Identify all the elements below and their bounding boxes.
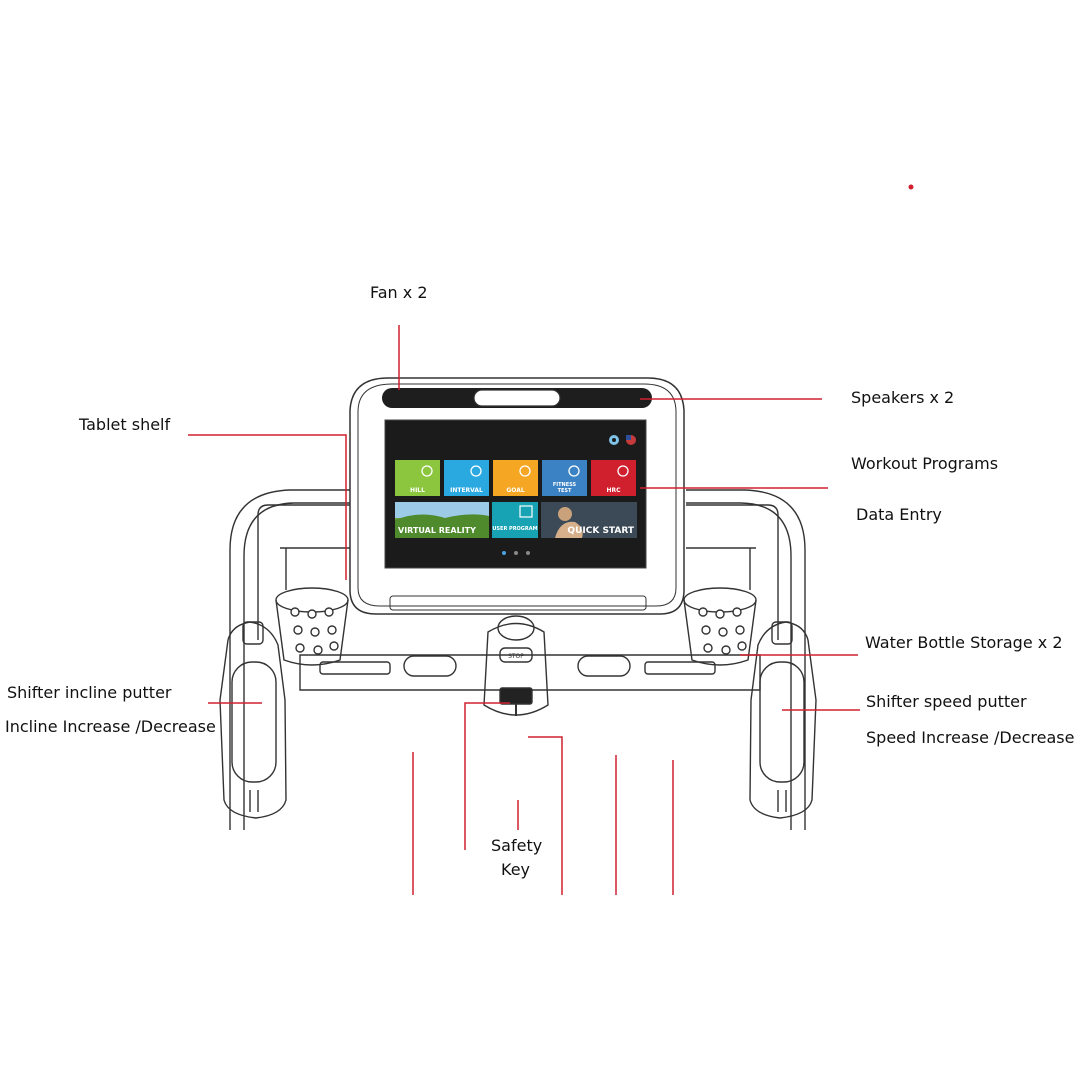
program-tile-label: FITNESS: [553, 482, 577, 488]
data-entry-label: Data Entry: [856, 505, 942, 524]
display-housing: [349, 377, 685, 615]
callout-center-right: [528, 736, 563, 895]
left-handle: [219, 621, 287, 819]
callout-lines: [188, 325, 860, 895]
program-tile-label: TEST: [558, 488, 572, 494]
center-console: [483, 615, 549, 716]
calendar-icon: [519, 505, 533, 518]
shifter-incline-label: Shifter incline putter: [7, 683, 172, 702]
frame: [229, 489, 806, 830]
program-tile-label: HILL: [410, 487, 425, 494]
fitness-test-icon: [568, 465, 580, 477]
program-tile-label: INTERVAL: [450, 487, 483, 494]
tablet-shelf-callout: [188, 434, 347, 580]
stray-dot: [908, 184, 914, 190]
right-bottle-holder: [683, 587, 757, 666]
program-tile-hrc[interactable]: HRC: [591, 460, 636, 496]
right-handle: [749, 621, 817, 819]
virtual-reality-tile[interactable]: VIRTUAL REALITY: [395, 502, 489, 538]
program-tile-label: GOAL: [506, 487, 525, 494]
hill-icon: [421, 465, 433, 477]
program-tile-goal[interactable]: GOAL: [493, 460, 538, 496]
language-flag-icon[interactable]: [626, 435, 636, 445]
incline-adjust-label: Incline Increase /Decrease: [5, 717, 216, 736]
interval-icon: [470, 465, 482, 477]
program-tile-label: HRC: [606, 487, 621, 494]
tablet-shelf-label: Tablet shelf: [79, 415, 171, 434]
page-indicator: [502, 551, 530, 555]
left-bottle-holder: [275, 587, 349, 666]
safety-key-callout-left: [464, 702, 510, 850]
program-tile-hill[interactable]: HILL: [395, 460, 440, 496]
goal-icon: [519, 465, 531, 477]
heart-rate-icon: [617, 465, 629, 477]
water-bottle-label: Water Bottle Storage x 2: [865, 633, 1063, 652]
fan-label: Fan x 2: [370, 283, 428, 302]
program-tile-interval[interactable]: INTERVAL: [444, 460, 489, 496]
user-program-tile[interactable]: USER PROGRAM: [492, 502, 538, 538]
safety-key-label-line1: Safety: [491, 836, 543, 855]
speakers-label: Speakers x 2: [851, 388, 955, 407]
workout-programs-label: Workout Programs: [851, 454, 999, 473]
settings-icon[interactable]: [609, 435, 619, 445]
speed-adjust-label: Speed Increase /Decrease: [866, 728, 1075, 747]
safety-key-label-line2: Key: [501, 860, 531, 879]
virtual-reality-label: VIRTUAL REALITY: [398, 526, 476, 535]
quick-start-label: QUICK START: [567, 526, 634, 536]
speaker-bar: [382, 388, 652, 408]
stop-button-label: STOP: [508, 653, 524, 660]
shifter-speed-label: Shifter speed putter: [866, 692, 1027, 711]
quick-start-tile[interactable]: QUICK START: [541, 502, 637, 538]
user-program-label: USER PROGRAM: [492, 526, 537, 532]
